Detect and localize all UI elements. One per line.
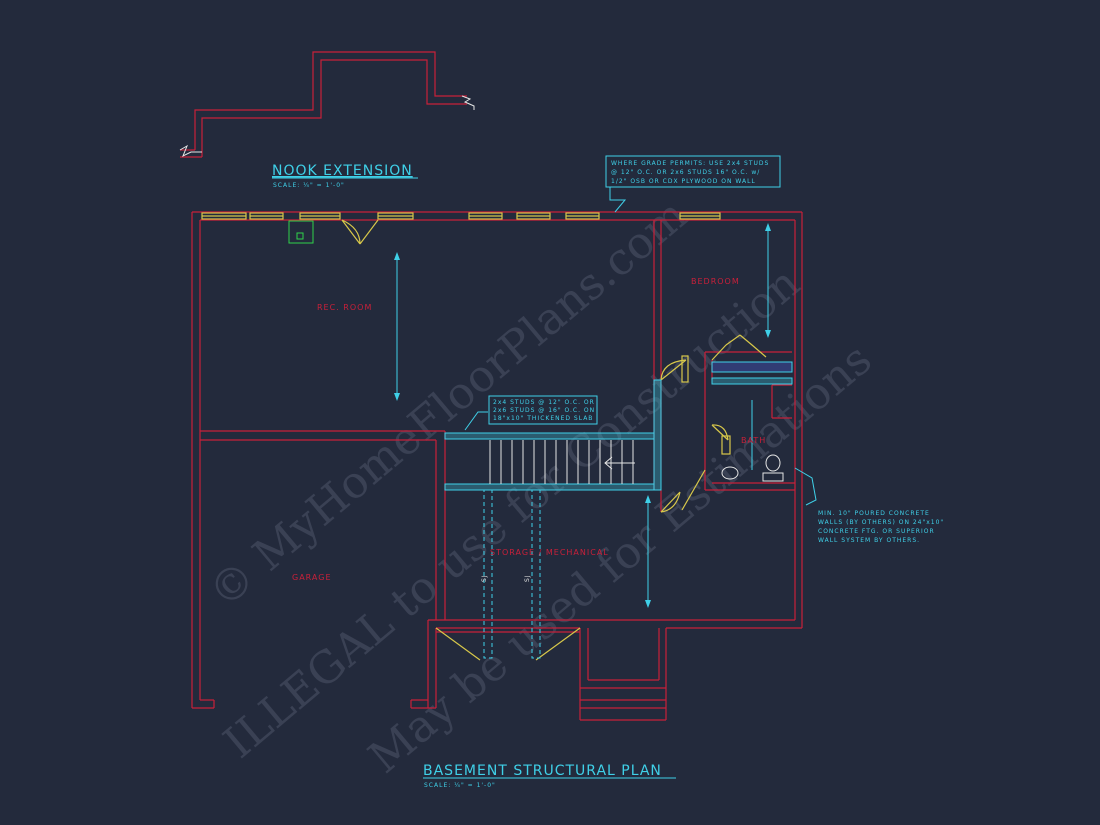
note-concrete-line-1: MIN. 10" POURED CONCRETE: [818, 510, 930, 517]
room-label-garage: GARAGE: [292, 573, 332, 582]
note-studs-line-1: 2x4 STUDS @ 12" O.C. OR: [493, 399, 595, 406]
nook-scale: SCALE: ¼" = 1'-0": [273, 182, 345, 189]
note-concrete-line-4: WALL SYSTEM BY OTHERS.: [818, 537, 920, 544]
drawing-scale: SCALE: ¼" = 1'-0": [424, 782, 496, 789]
break-symbol-icon: [179, 95, 475, 158]
note-grade-line-3: 1/2" OSB OR CDX PLYWOOD ON WALL: [611, 178, 756, 185]
note-concrete-line-2: WALLS (BY OTHERS) ON 24"x10": [818, 519, 944, 526]
note-studs: 2x4 STUDS @ 12" O.C. OR 2x6 STUDS @ 16" …: [488, 395, 598, 425]
note-concrete-line-3: CONCRETE FTG. OR SUPERIOR: [818, 528, 935, 535]
note-grade-line-1: WHERE GRADE PERMITS: USE 2x4 STUDS: [611, 160, 769, 167]
stair-direction-arrow: [604, 456, 635, 470]
basement-walls: [191, 211, 803, 721]
drawing-title: BASEMENT STRUCTURAL PLAN: [423, 763, 662, 779]
beam-label-right: SJ: [524, 574, 531, 582]
plumbing-fixtures: [721, 454, 784, 482]
note-concrete: MIN. 10" POURED CONCRETE WALLS (BY OTHER…: [818, 510, 944, 544]
room-label-bath: BATH: [741, 436, 766, 445]
doors: [341, 219, 767, 661]
room-label-rec-room: REC. ROOM: [317, 303, 372, 312]
room-label-bedroom: BEDROOM: [691, 277, 740, 286]
windows: [201, 212, 721, 220]
nook-extension-outline: [180, 51, 467, 158]
labels: NOOK EXTENSION SCALE: ¼" = 1'-0" REC. RO…: [272, 163, 766, 582]
span-arrowheads: [394, 223, 771, 608]
structural-elements: [396, 187, 817, 659]
stair-treads: [489, 440, 634, 484]
note-grade-line-2: @ 12" O.C. OR 2x6 STUDS 16" O.C. w/: [611, 169, 760, 176]
note-studs-line-2: 2x6 STUDS @ 16" O.C. ON: [493, 407, 595, 414]
drawing-title-block: BASEMENT STRUCTURAL PLAN SCALE: ¼" = 1'-…: [423, 763, 676, 789]
note-grade: WHERE GRADE PERMITS: USE 2x4 STUDS @ 12"…: [605, 155, 781, 188]
nook-title: NOOK EXTENSION: [272, 163, 413, 179]
note-studs-line-3: 18"x10" THICKENED SLAB: [493, 415, 593, 422]
beam-label-left: SJ: [481, 574, 488, 582]
panel-icon: [288, 220, 314, 244]
room-label-storage: STORAGE / MECHANICAL: [490, 548, 609, 557]
